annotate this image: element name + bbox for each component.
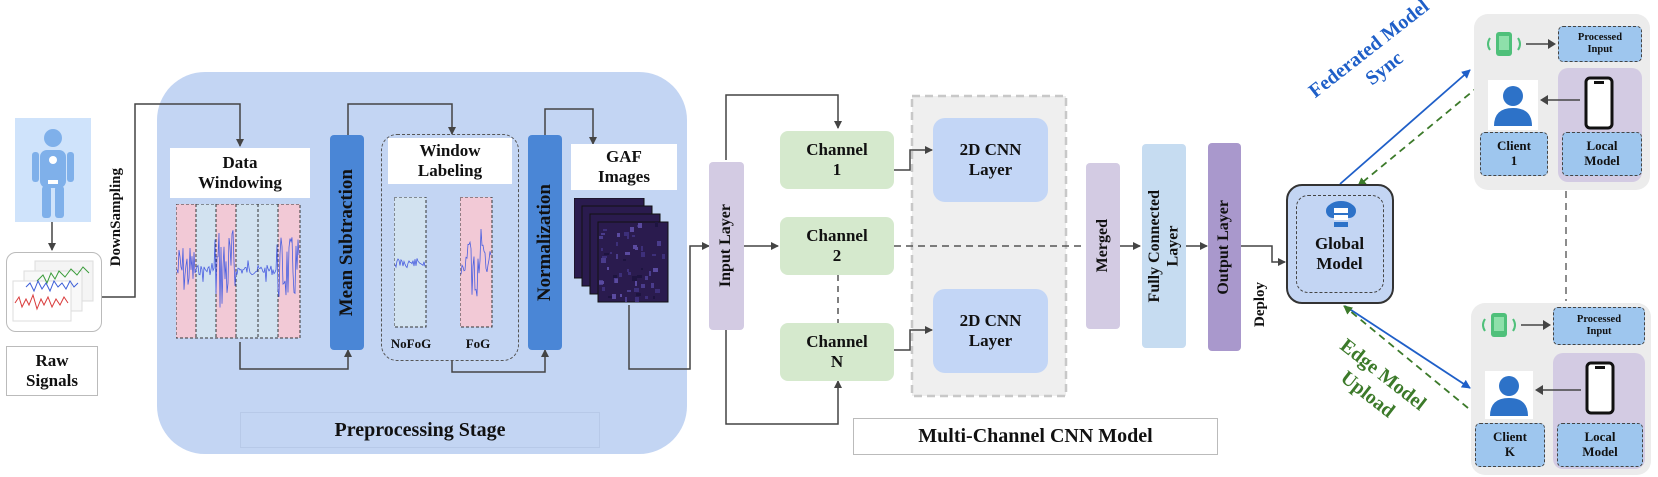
arrow-right-icon bbox=[1521, 320, 1551, 330]
client-k-avatar bbox=[1485, 371, 1533, 419]
cnn-layer-top-text: 2D CNN Layer bbox=[959, 140, 1022, 179]
cloud-server-icon bbox=[1326, 201, 1356, 227]
fully-connected-text: Fully Connected Layer bbox=[1145, 189, 1181, 303]
windowed-signal-plot bbox=[175, 203, 302, 342]
cnn-layer-bottom-box: 2D CNN Layer bbox=[933, 289, 1048, 373]
client-k-label-text: Client K bbox=[1493, 429, 1527, 459]
arrow-left-icon bbox=[1540, 95, 1580, 105]
normalization-box: Normalization bbox=[528, 135, 562, 350]
deploy-label: Deploy bbox=[1252, 282, 1268, 327]
merged-box: Merged bbox=[1086, 163, 1120, 329]
client-1-local-model-text: Local Model bbox=[1584, 138, 1620, 168]
client-1-avatar bbox=[1488, 80, 1538, 130]
smartphone-icon bbox=[1585, 361, 1615, 415]
channel-2-box: Channel 2 bbox=[780, 217, 894, 275]
mean-subtraction-text: Mean Subtraction bbox=[336, 168, 358, 317]
client-k-local-model-text: Local Model bbox=[1582, 429, 1618, 459]
channel-1-box: Channel 1 bbox=[780, 131, 894, 189]
channel-2-text: Channel 2 bbox=[806, 226, 868, 265]
nofog-label: NoFoG bbox=[390, 336, 432, 351]
arrow-right-icon bbox=[1526, 39, 1556, 49]
wearable-sensor-icon bbox=[1482, 313, 1516, 337]
fog-window bbox=[459, 196, 494, 329]
window-labeling-label: Window Labeling bbox=[388, 138, 512, 184]
client-k-panel: Processed Input Client K Local Model bbox=[1471, 303, 1651, 475]
client-k-label-box: Client K bbox=[1475, 423, 1545, 467]
gaf-image-stack bbox=[573, 197, 670, 306]
output-layer-text: Output Layer bbox=[1215, 199, 1233, 295]
global-model-text: Global Model bbox=[1314, 234, 1365, 273]
channel-n-box: Channel N bbox=[780, 323, 894, 381]
client-k-local-model: Local Model bbox=[1557, 423, 1643, 467]
smartphone-icon bbox=[1584, 76, 1614, 130]
window-labeling-group: Window Labeling NoFoG FoG bbox=[381, 134, 519, 361]
mean-subtraction-box: Mean Subtraction bbox=[330, 135, 364, 350]
preprocessing-stage-label: Preprocessing Stage bbox=[240, 412, 600, 448]
fog-label: FoG bbox=[465, 336, 491, 351]
raw-signals-label: Raw Signals bbox=[6, 346, 98, 396]
cnn-layer-bottom-text: 2D CNN Layer bbox=[959, 311, 1022, 350]
client-1-panel: Processed Input Client 1 Local Model bbox=[1474, 14, 1650, 190]
client-1-processed-input: Processed Input bbox=[1558, 26, 1642, 62]
gaf-images-label: GAF Images bbox=[571, 144, 677, 190]
raw-signals-text: Raw Signals bbox=[26, 351, 78, 390]
cnn-model-label: Multi-Channel CNN Model bbox=[853, 418, 1218, 455]
arrow-left-icon bbox=[1535, 385, 1581, 395]
raw-signals-thumbnail bbox=[6, 252, 102, 332]
global-model-node: Global Model bbox=[1286, 184, 1394, 304]
client-k-processed-input: Processed Input bbox=[1553, 307, 1645, 345]
client-1-label-text: Client 1 bbox=[1497, 138, 1531, 168]
global-model-inner: Global Model bbox=[1296, 195, 1384, 293]
client-k-processed-input-text: Processed Input bbox=[1576, 313, 1622, 337]
preprocessing-stage-text: Preprocessing Stage bbox=[334, 418, 506, 441]
input-layer-box: Input Layer bbox=[709, 162, 744, 330]
downsampling-label: DownSampling bbox=[108, 168, 124, 267]
client-1-local-model: Local Model bbox=[1562, 132, 1642, 176]
human-body-icon bbox=[15, 118, 91, 222]
channel-n-text: Channel N bbox=[806, 332, 868, 371]
gaf-images-text: GAF Images bbox=[598, 147, 650, 186]
nofog-window bbox=[393, 196, 428, 329]
input-layer-text: Input Layer bbox=[717, 204, 735, 288]
window-labeling-text: Window Labeling bbox=[417, 141, 483, 180]
wearable-sensor-icon bbox=[1487, 32, 1521, 56]
cnn-model-text: Multi-Channel CNN Model bbox=[918, 425, 1153, 447]
channel-1-text: Channel 1 bbox=[806, 140, 868, 179]
data-windowing-text: Data Windowing bbox=[198, 153, 282, 192]
client-1-processed-input-text: Processed Input bbox=[1577, 31, 1623, 55]
output-layer-box: Output Layer bbox=[1208, 143, 1241, 351]
fully-connected-box: Fully Connected Layer bbox=[1142, 144, 1186, 348]
cnn-layer-top-box: 2D CNN Layer bbox=[933, 118, 1048, 202]
merged-text: Merged bbox=[1093, 219, 1111, 273]
normalization-text: Normalization bbox=[534, 183, 556, 302]
data-windowing-label: Data Windowing bbox=[170, 148, 310, 198]
client-1-label-box: Client 1 bbox=[1480, 132, 1548, 176]
